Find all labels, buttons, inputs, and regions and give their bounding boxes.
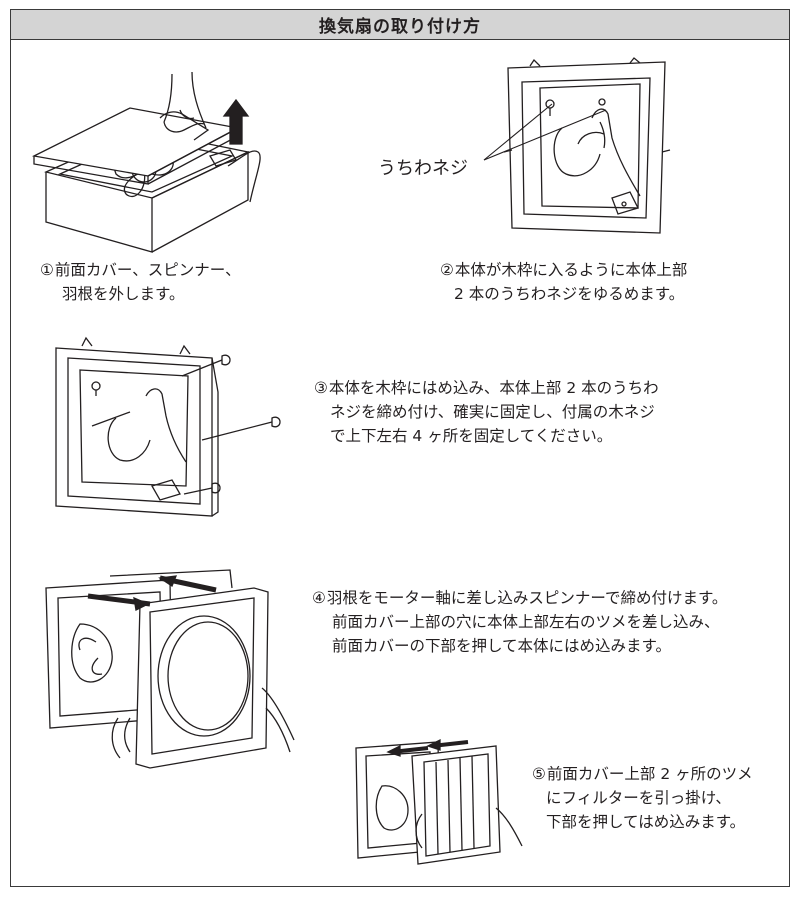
step-3-text: ③本体を木枠にはめ込み、本体上部 2 本のうちわ ネジを締め付け、確実に固定し、… — [314, 376, 659, 448]
frame-mounting-illustration — [52, 336, 292, 526]
step-4-line-2: 前面カバー上部の穴に本体上部左右のツメを差し込み、 — [332, 613, 720, 631]
step-3-line-3: で上下左右 4 ヶ所を固定してください。 — [330, 427, 613, 445]
page-title: 換気扇の取り付け方 — [11, 10, 789, 40]
step-2-number: ② — [440, 261, 454, 279]
instruction-frame: 換気扇の取り付け方 — [10, 9, 790, 887]
step-2-line-2: 2 本のうちわネジをゆるめます。 — [454, 285, 685, 303]
step-4-line-1: 羽根をモーター軸に差し込みスピンナーで締め付けます。 — [326, 589, 728, 607]
step-1-line-1: 前面カバー、スピンナー、 — [54, 261, 241, 279]
fan-cover-removal-illustration — [32, 52, 272, 252]
step-5-line-1: 前面カバー上部 2 ヶ所のツメ — [546, 765, 753, 783]
uchiwa-screw-label: うちわネジ — [378, 158, 468, 179]
front-cover-attach-illustration — [40, 568, 302, 780]
step-5-line-3: 下部を押してはめ込みます。 — [546, 813, 746, 831]
step-1-text: ①前面カバー、スピンナー、 羽根を外します。 — [40, 258, 241, 306]
step-3-line-2: ネジを締め付け、確実に固定し、付属の木ネジ — [330, 403, 655, 421]
step-3-line-1: 本体を木枠にはめ込み、本体上部 2 本のうちわ — [328, 379, 659, 397]
step-5-line-2: にフィルターを引っ掛け、 — [546, 789, 731, 807]
step-2-line-1: 本体が木枠に入るように本体上部 — [454, 261, 688, 279]
frame-screw-illustration — [500, 58, 675, 243]
step-4-number: ④ — [312, 589, 326, 607]
callout-leader-lines — [380, 100, 620, 180]
filter-attach-illustration — [352, 734, 528, 874]
step-1-line-2: 羽根を外します。 — [62, 285, 185, 303]
step-5-text: ⑤前面カバー上部 2 ヶ所のツメ にフィルターを引っ掛け、 下部を押してはめ込み… — [532, 762, 753, 834]
step-3-number: ③ — [314, 379, 328, 397]
step-4-text: ④羽根をモーター軸に差し込みスピンナーで締め付けます。 前面カバー上部の穴に本体… — [312, 586, 727, 658]
step-5-number: ⑤ — [532, 765, 546, 783]
step-2-text: ②本体が木枠に入るように本体上部 2 本のうちわネジをゆるめます。 — [440, 258, 687, 306]
step-4-line-3: 前面カバーの下部を押して本体にはめ込みます。 — [332, 637, 671, 655]
step-1-number: ① — [40, 261, 54, 279]
page-title-text: 換気扇の取り付け方 — [319, 17, 481, 37]
